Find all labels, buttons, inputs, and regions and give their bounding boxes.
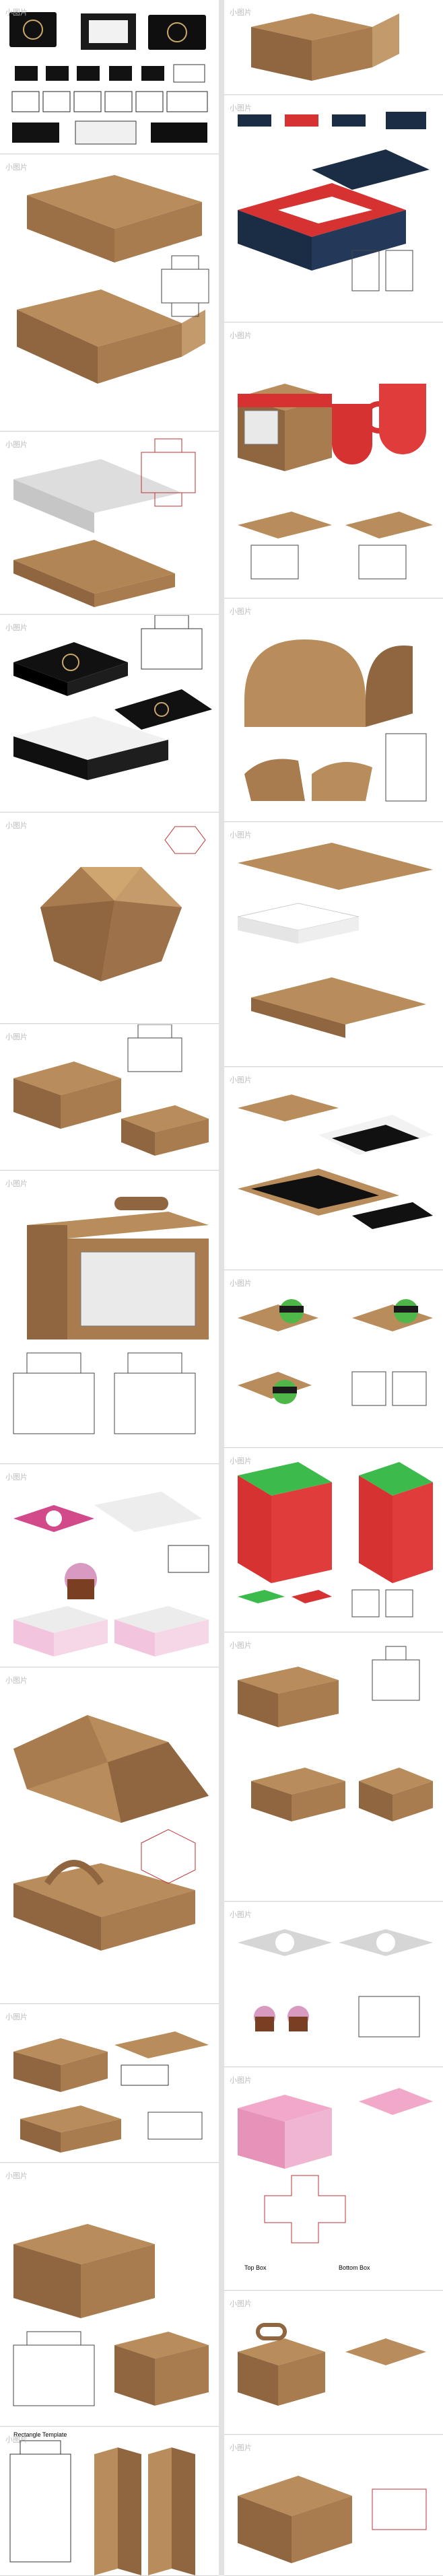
tall-boxes-illustration: Rectangle Template — [9, 2431, 195, 2575]
card-small-shipping-box[interactable]: 小图片 — [0, 2005, 219, 2163]
watermark: 小图片 — [230, 1642, 252, 1650]
card-black-insert-slide-box[interactable]: 小图片 — [224, 1068, 443, 1270]
bottom-box-label: Bottom Box — [339, 2264, 370, 2271]
card-mug-box[interactable]: 小图片 — [224, 323, 443, 598]
card-handle-gable-box[interactable]: 小图片 — [224, 2291, 443, 2435]
card-navy-red-box[interactable]: 小图片 — [224, 96, 443, 322]
watermark: 小图片 — [230, 2077, 252, 2085]
card-pink-cupcake-box[interactable]: 小图片 — [0, 1465, 219, 1667]
watermark: 小图片 — [5, 441, 28, 449]
card-jar-box[interactable]: 小图片 — [224, 1271, 443, 1448]
card-triangle-handle-box[interactable]: 小图片 — [0, 1668, 219, 2004]
card-kraft-box-bottom[interactable]: 小图片 — [224, 2435, 443, 2576]
watermark: 小图片 — [230, 1076, 252, 1084]
card-origami-box[interactable]: 小图片 — [0, 813, 219, 1024]
card-window-handle-box[interactable]: 小图片 — [0, 1171, 219, 1464]
watermark: 小图片 — [230, 9, 252, 17]
card-arched-box[interactable]: 小图片 — [224, 599, 443, 822]
card-white-kraft-tray[interactable]: 小图片 — [224, 823, 443, 1067]
grey-cupcake-box-illustration — [238, 1929, 433, 2038]
watermark: 小图片 — [5, 2013, 28, 2021]
card-kraft-tray[interactable]: 小图片 — [0, 155, 219, 431]
watermark: 小图片 — [5, 624, 28, 632]
watermark: 小图片 — [5, 164, 28, 172]
watermark: 小图片 — [230, 1457, 252, 1465]
window-handle-box-illustration — [13, 1197, 209, 1434]
pink-top-bottom-box-illustration: Top Box Bottom Box — [238, 2088, 433, 2271]
navy-red-box-illustration — [238, 112, 430, 291]
card-tall-boxes[interactable]: Rectangle Template 小图片 — [0, 2427, 219, 2576]
origami-box-illustration — [40, 826, 206, 981]
handle-gable-box-illustration — [238, 2323, 426, 2406]
jar-box-illustration — [238, 1299, 433, 1406]
card-grey-cupcake-box[interactable]: 小图片 — [224, 1902, 443, 2067]
arched-box-illustration — [244, 639, 427, 802]
watermark: 小图片 — [5, 1033, 28, 1041]
card-clear-lid-tray[interactable]: 小图片 — [0, 432, 219, 615]
clear-lid-tray-illustration — [13, 438, 196, 607]
green-red-box-illustration — [238, 1462, 433, 1617]
black-luxury-box-illustration — [13, 615, 212, 780]
card-black-luxury-box[interactable]: 小图片 — [0, 615, 219, 812]
watermark: 小图片 — [230, 104, 252, 112]
card-pink-top-bottom-box[interactable]: Top Box Bottom Box 小图片 — [224, 2068, 443, 2291]
card-black-gift-boxes[interactable]: 小图片 — [0, 0, 219, 154]
folding-box-illustration — [13, 2224, 209, 2406]
watermark: 小图片 — [230, 2444, 252, 2452]
watermark: 小图片 — [230, 1911, 252, 1919]
watermark: 小图片 — [230, 332, 252, 340]
mug-box-illustration — [238, 384, 433, 580]
rectangle-template-label: Rectangle Template — [13, 2431, 67, 2438]
black-gift-boxes-illustration — [9, 12, 208, 145]
watermark: 小图片 — [5, 1473, 28, 1482]
watermark: 小图片 — [5, 1180, 28, 1188]
watermark: 小图片 — [230, 831, 252, 839]
card-folding-box[interactable]: 小图片 — [0, 2163, 219, 2427]
card-green-red-box[interactable]: 小图片 — [224, 1449, 443, 1632]
mailer-box-illustration — [13, 1024, 209, 1156]
column-divider — [219, 0, 224, 2575]
kraft-bakery-boxes-illustration — [238, 1646, 433, 1821]
watermark: 小图片 — [5, 2436, 28, 2444]
watermark: 小图片 — [5, 2172, 28, 2180]
watermark: 小图片 — [230, 2300, 252, 2308]
triangle-handle-box-illustration — [13, 1715, 209, 1951]
card-open-shipping-box[interactable]: 小图片 — [224, 0, 443, 95]
kraft-tray-illustration — [17, 175, 209, 384]
pink-cupcake-box-illustration — [13, 1492, 209, 1657]
black-insert-slide-box-illustration — [238, 1094, 433, 1229]
watermark: 小图片 — [5, 9, 28, 17]
open-shipping-box-illustration — [251, 13, 399, 81]
watermark: 小图片 — [5, 822, 28, 830]
top-box-label: Top Box — [244, 2264, 267, 2271]
kraft-box-bottom-illustration — [238, 2476, 427, 2563]
card-kraft-bakery-boxes[interactable]: 小图片 — [224, 1633, 443, 1902]
watermark: 小图片 — [230, 608, 252, 616]
small-shipping-box-illustration — [13, 2031, 209, 2153]
white-kraft-tray-illustration — [237, 843, 433, 1038]
watermark: 小图片 — [5, 1677, 28, 1685]
watermark: 小图片 — [230, 1280, 252, 1288]
card-mailer-box[interactable]: 小图片 — [0, 1024, 219, 1171]
